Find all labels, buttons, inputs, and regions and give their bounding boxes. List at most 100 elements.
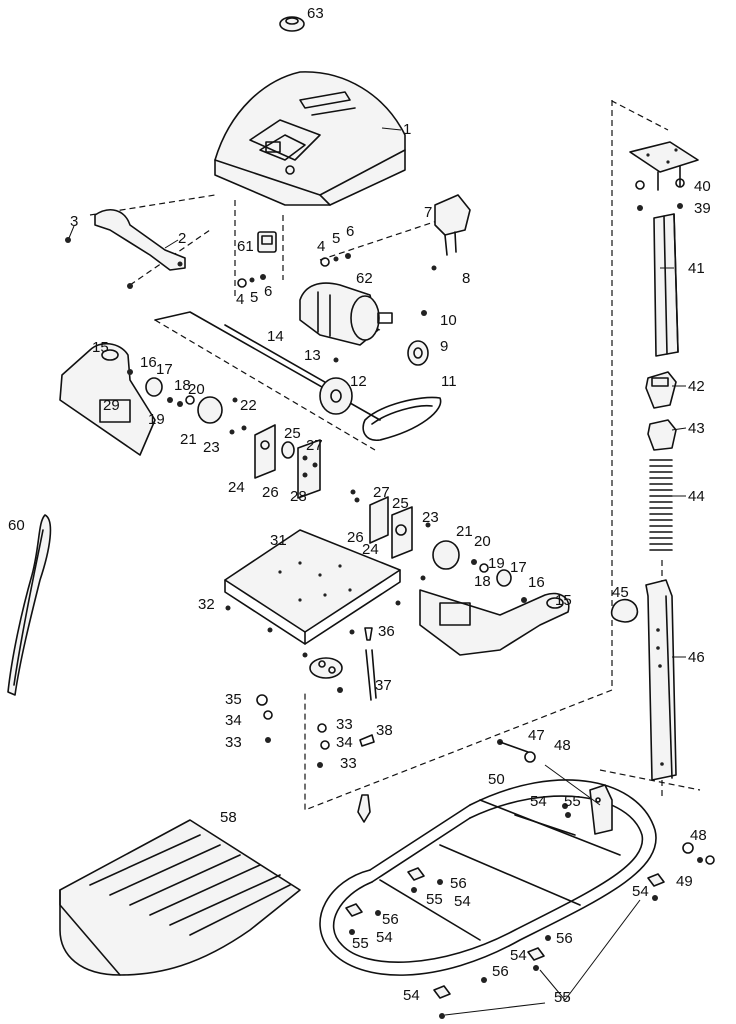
part-14-shaft — [154, 311, 381, 421]
callout-23: 23 — [203, 439, 220, 456]
small-hardware — [65, 237, 437, 316]
callout-33b: 33 — [336, 716, 353, 733]
callout-56c: 56 — [556, 930, 573, 947]
callout-16: 16 — [140, 354, 157, 371]
callout-41: 41 — [688, 260, 705, 277]
callout-19: 19 — [148, 411, 165, 428]
callout-13: 13 — [304, 347, 321, 364]
callout-7: 7 — [424, 204, 432, 221]
callout-54a: 54 — [530, 793, 547, 810]
callout-25: 25 — [284, 425, 301, 442]
callout-18b: 18 — [474, 573, 491, 590]
left-side-hardware — [127, 369, 247, 435]
part-29-left-roller-strap — [59, 342, 156, 456]
callout-37: 37 — [375, 677, 392, 694]
callout-26: 26 — [262, 484, 279, 501]
callout-39: 39 — [694, 200, 711, 217]
callout-42: 42 — [688, 378, 705, 395]
callout-17: 17 — [156, 361, 173, 378]
callout-25b: 25 — [392, 495, 409, 512]
callout-4b: 4 — [236, 291, 244, 308]
callout-11: 11 — [441, 373, 457, 390]
callout-28: 28 — [290, 488, 307, 505]
callout-24b: 24 — [362, 541, 379, 558]
callout-63: 63 — [307, 5, 324, 22]
frame-hardware-47-49 — [497, 739, 715, 865]
part-50-base-frame — [319, 779, 657, 976]
callout-21: 21 — [180, 431, 197, 448]
callout-19b: 19 — [488, 555, 505, 572]
callout-29: 29 — [103, 397, 120, 414]
callout-10: 10 — [440, 312, 457, 329]
callout-20: 20 — [188, 381, 205, 398]
part-1-motor-hood — [214, 71, 406, 206]
callout-3: 3 — [70, 213, 78, 230]
callout-2: 2 — [178, 230, 186, 247]
assembly-guide-lines — [89, 100, 701, 811]
callout-31: 31 — [270, 532, 287, 549]
underside-hardware — [256, 627, 377, 823]
callout-56a: 56 — [450, 875, 467, 892]
part-60-strap — [7, 514, 52, 696]
callout-5: 5 — [332, 230, 340, 247]
callout-54d: 54 — [632, 883, 649, 900]
callout-27: 27 — [306, 437, 323, 454]
callout-54c: 54 — [376, 929, 393, 946]
part-63-knob — [279, 16, 305, 32]
callout-55c: 55 — [352, 935, 369, 952]
callout-8: 8 — [462, 270, 470, 287]
part-31-base-plate — [224, 529, 401, 658]
part-12-drive-pulley — [319, 357, 353, 415]
callout-23b: 23 — [422, 509, 439, 526]
callout-22: 22 — [240, 397, 257, 414]
callout-56d: 56 — [492, 963, 509, 980]
callout-15: 15 — [92, 339, 109, 356]
callout-27b: 27 — [373, 484, 390, 501]
callout-46: 46 — [688, 649, 705, 666]
part-58-deck-board — [59, 819, 301, 976]
callout-9: 9 — [440, 338, 448, 355]
callout-12: 12 — [350, 373, 367, 390]
leader-lines — [68, 127, 687, 1016]
callout-50: 50 — [488, 771, 505, 788]
callout-54b: 54 — [454, 893, 471, 910]
callout-61: 61 — [237, 238, 254, 255]
callout-38: 38 — [376, 722, 393, 739]
callout-20b: 20 — [474, 533, 491, 550]
part-62-motor — [299, 282, 393, 346]
callout-4: 4 — [317, 238, 325, 255]
callout-45: 45 — [612, 584, 629, 601]
callout-55a: 55 — [564, 793, 581, 810]
callout-55d: 55 — [554, 989, 571, 1006]
right-side-hardware — [420, 522, 527, 603]
part-9-motor-pulley — [407, 340, 429, 366]
callout-6: 6 — [346, 223, 354, 240]
callout-16b: 16 — [528, 574, 545, 591]
callout-15b: 15 — [555, 592, 572, 609]
callout-54e: 54 — [510, 947, 527, 964]
part-30-right-roller-strap — [419, 589, 570, 656]
part-46-lower-post — [645, 579, 677, 781]
callout-60: 60 — [8, 517, 25, 534]
callout-33c: 33 — [340, 755, 357, 772]
callout-17b: 17 — [510, 559, 527, 576]
callout-44: 44 — [688, 488, 705, 505]
part-7-switch-box — [434, 194, 471, 256]
callout-21b: 21 — [456, 523, 473, 540]
callout-32: 32 — [198, 596, 215, 613]
callout-34b: 34 — [336, 734, 353, 751]
callout-48: 48 — [554, 737, 571, 754]
part-41-upper-post — [629, 141, 699, 357]
callout-1: 1 — [403, 121, 411, 138]
callout-6b: 6 — [264, 283, 272, 300]
callout-48b: 48 — [690, 827, 707, 844]
callout-36: 36 — [378, 623, 395, 640]
callout-62: 62 — [356, 270, 373, 287]
callout-14: 14 — [267, 328, 284, 345]
part-45-knob — [610, 598, 639, 623]
callout-55b: 55 — [426, 891, 443, 908]
callout-33: 33 — [225, 734, 242, 751]
callout-49: 49 — [676, 873, 693, 890]
callout-18: 18 — [174, 377, 191, 394]
